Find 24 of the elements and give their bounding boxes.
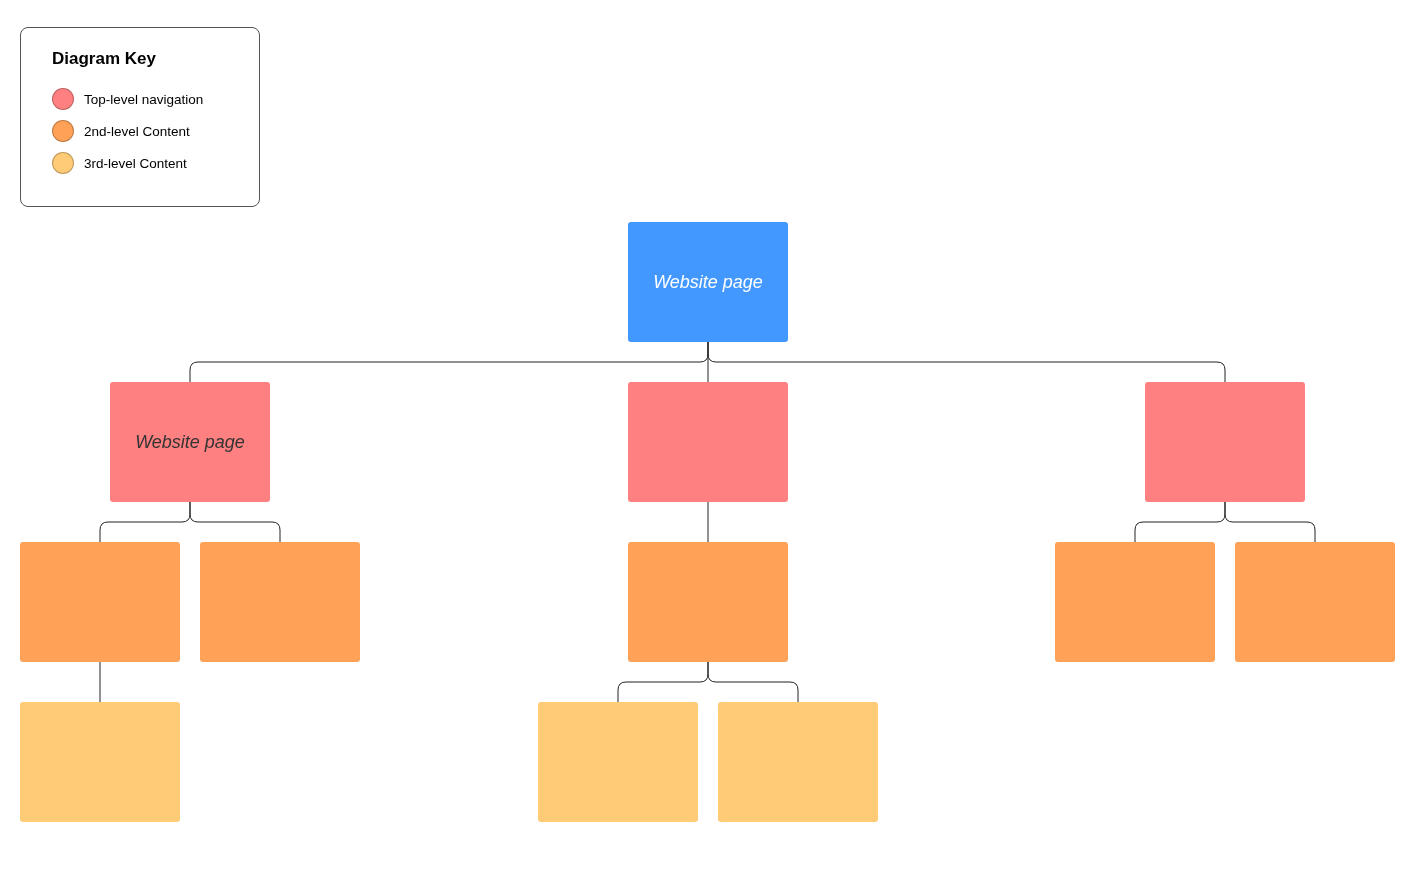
empty-page-box xyxy=(200,542,360,662)
empty-page-box xyxy=(20,702,180,822)
empty-page-box xyxy=(628,382,788,502)
empty-page-box xyxy=(538,702,698,822)
legend-title: Diagram Key xyxy=(52,49,156,69)
page-label: Website page xyxy=(653,271,763,293)
empty-page-box xyxy=(1055,542,1215,662)
connector-line xyxy=(707,661,799,703)
empty-page-box xyxy=(718,702,878,822)
page-box xyxy=(628,222,788,342)
legend-label: Top-level navigation xyxy=(84,91,204,107)
connector-line xyxy=(707,501,709,543)
empty-page-box xyxy=(628,542,788,662)
empty-page-box xyxy=(1235,542,1395,662)
connector-line xyxy=(1224,501,1316,543)
page-box xyxy=(110,382,270,502)
connector-line xyxy=(99,661,101,703)
empty-page-box xyxy=(20,542,180,662)
page-label: Website page xyxy=(135,431,245,453)
empty-page-box xyxy=(1145,382,1305,502)
legend-label: 2nd-level Content xyxy=(84,123,190,139)
connector-line xyxy=(707,341,1226,383)
connector-line xyxy=(189,501,281,543)
legend-label: 3rd-level Content xyxy=(84,155,187,171)
